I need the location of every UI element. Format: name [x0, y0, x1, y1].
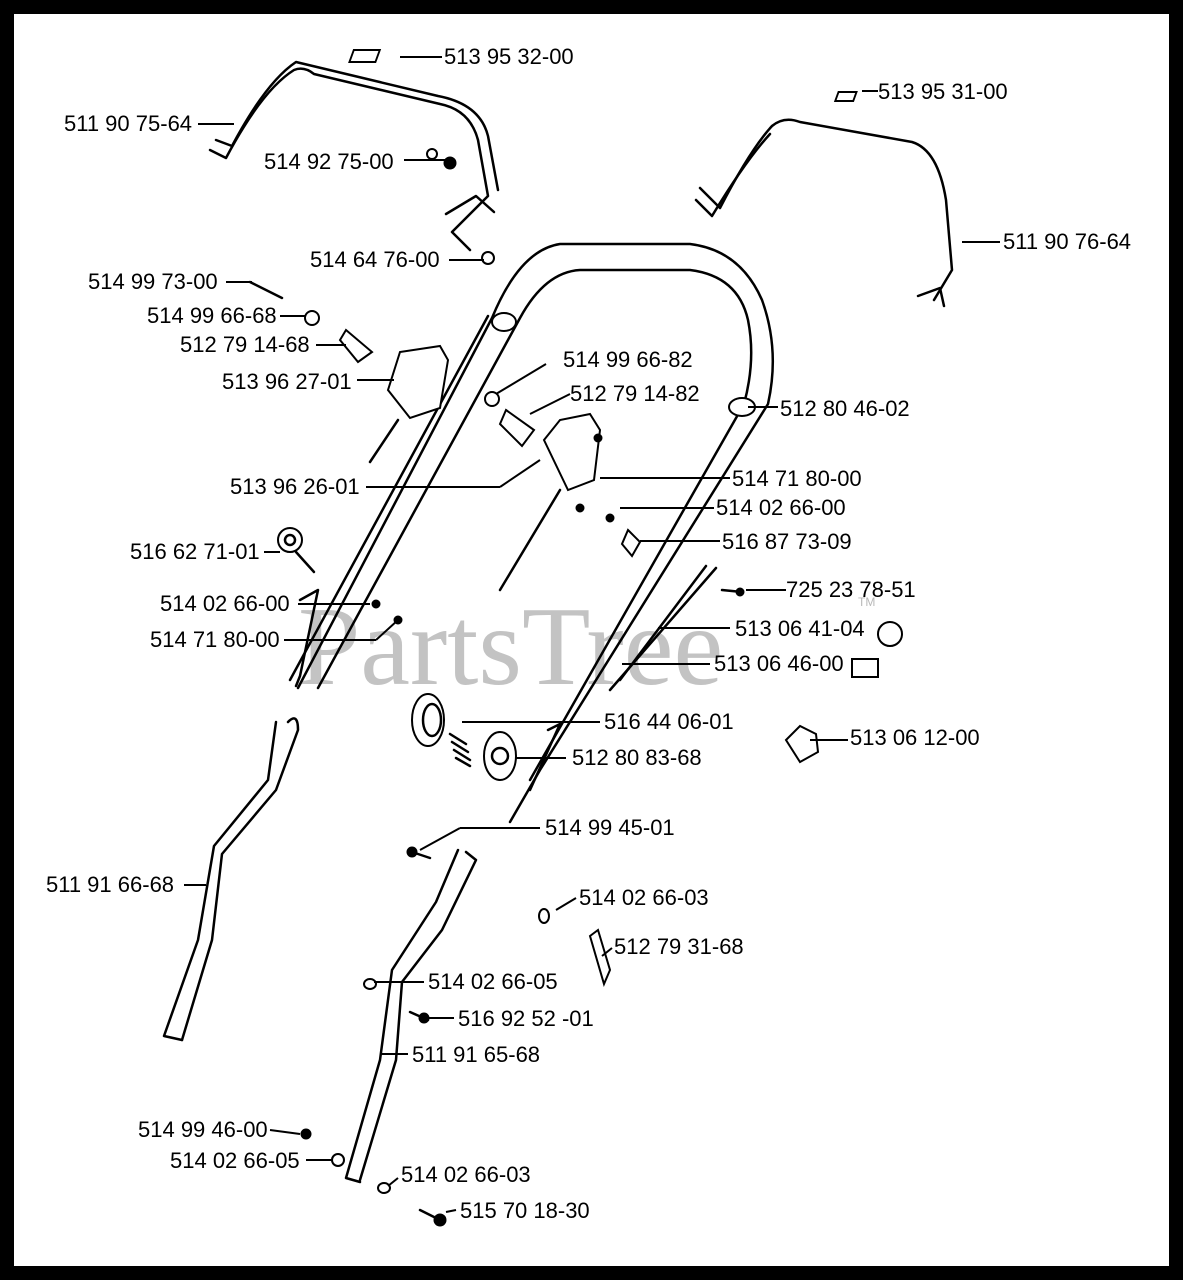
part-label-35: 514 02 66-05: [170, 1148, 300, 1173]
part-label-18: 516 62 71-01: [130, 539, 260, 564]
part-label-31: 514 02 66-05: [428, 969, 558, 994]
washer-left-illustration: [371, 599, 381, 609]
part-label-11: 514 99 66-82: [563, 347, 693, 372]
part-label-25: 513 06 12-00: [850, 725, 980, 750]
part-label-6: 514 99 66-68: [147, 303, 277, 328]
part-label-34: 514 99 46-00: [138, 1117, 268, 1142]
part-label-22: 514 71 80-00: [150, 627, 280, 652]
diagram-sheet: [14, 14, 1169, 1266]
spring-adjuster-illustration: [411, 693, 517, 781]
left-control-illustration: [248, 280, 450, 464]
part-label-15: 514 71 80-00: [732, 466, 862, 491]
part-label-4: 514 64 76-00: [310, 247, 440, 272]
decal-right-illustration: [833, 91, 858, 102]
part-label-28: 511 91 66-68: [46, 872, 174, 897]
lower-left-strut-illustration: [162, 717, 300, 1042]
right-bail-illustration: [694, 118, 954, 308]
leader-lines: [184, 56, 1000, 1213]
part-label-1: 513 95 32-00: [444, 44, 574, 69]
part-label-8: 513 96 27-01: [222, 369, 352, 394]
cable-tie-illustration: [784, 724, 820, 764]
part-label-13: 512 80 46-02: [780, 396, 910, 421]
part-label-36: 514 02 66-03: [401, 1162, 531, 1187]
part-label-7: 512 79 14-68: [180, 332, 310, 357]
part-label-30: 512 79 31-68: [614, 934, 744, 959]
part-label-19: 725 23 78-51: [786, 577, 916, 602]
part-label-20: 514 02 66-00: [160, 591, 290, 616]
part-label-23: 513 06 46-00: [714, 651, 844, 676]
cable-illustration: [605, 513, 745, 692]
watermark-tm: TM: [858, 595, 875, 609]
part-label-14: 513 96 26-01: [230, 474, 360, 499]
part-label-12: 512 79 14-82: [570, 381, 700, 406]
watermark: PartsTree: [298, 585, 723, 709]
part-label-27: 514 99 45-01: [545, 815, 675, 840]
part-label-5: 514 99 73-00: [88, 269, 218, 294]
bolt-illustration: [300, 846, 447, 1227]
part-label-10: 511 90 76-64: [1003, 229, 1131, 254]
part-label-37: 515 70 18-30: [460, 1198, 590, 1223]
eyebolt-illustration: [277, 527, 316, 574]
part-number-labels: 513 95 32-00 511 90 75-64 514 92 75-00 5…: [46, 44, 1131, 1223]
part-label-32: 516 92 52 -01: [458, 1006, 594, 1031]
part-label-17: 516 87 73-09: [722, 529, 852, 554]
part-label-29: 514 02 66-03: [579, 885, 709, 910]
lower-right-strut-illustration: [344, 848, 478, 1184]
right-control-illustration: [484, 391, 603, 592]
part-label-3: 514 92 75-00: [264, 149, 394, 174]
left-bail-illustration: [208, 60, 500, 252]
part-label-24: 516 44 06-01: [604, 709, 734, 734]
part-label-33: 511 91 65-68: [412, 1042, 540, 1067]
decal-left-illustration: [348, 49, 382, 63]
part-label-16: 514 02 66-00: [716, 495, 846, 520]
knob-illustration: [877, 621, 903, 647]
bracket-illustration: [588, 928, 612, 987]
part-label-21: 513 06 41-04: [735, 616, 865, 641]
part-label-2: 511 90 75-64: [64, 111, 192, 136]
main-handle-illustration: [288, 242, 775, 824]
part-label-9: 513 95 31-00: [878, 79, 1008, 104]
part-label-26: 512 80 83-68: [572, 745, 702, 770]
clip-illustration: [851, 658, 879, 678]
